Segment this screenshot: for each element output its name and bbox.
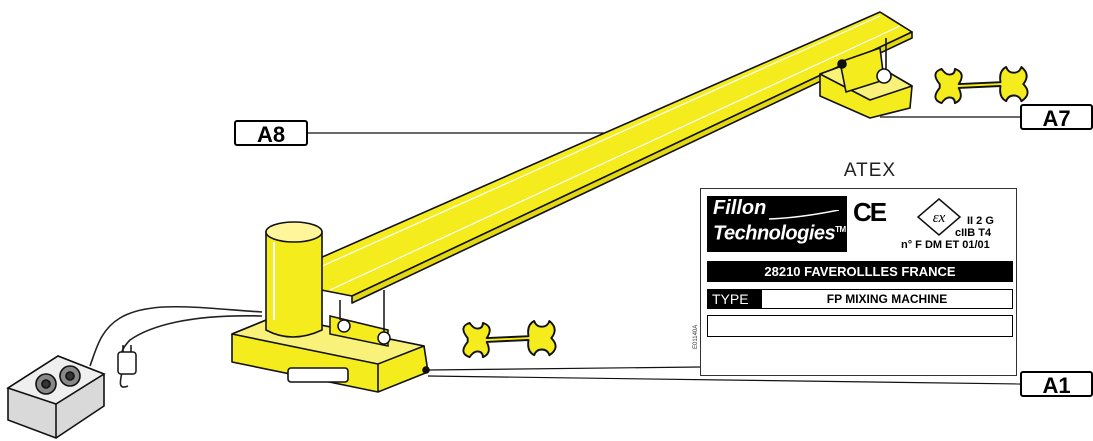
plug <box>117 345 137 375</box>
trademark: TM <box>835 225 846 234</box>
certificate-number: n° F DM ET 01/01 <box>901 239 990 251</box>
type-label: TYPE <box>708 290 762 308</box>
control-box <box>6 355 106 439</box>
serial-field <box>707 315 1013 337</box>
arm-linkage <box>329 290 391 347</box>
ce-mark-icon: CE <box>853 197 887 227</box>
wrench-icon <box>462 320 557 359</box>
column <box>265 221 323 338</box>
callout-a8: A8 <box>234 120 308 147</box>
atex-title: ATEX <box>843 160 897 181</box>
svg-text:εx: εx <box>933 210 946 226</box>
drawing-reference: E01140A <box>693 324 699 349</box>
wrench-icon <box>934 66 1029 105</box>
type-row: TYPE FP MIXING MACHINE <box>707 289 1013 309</box>
mixing-arm <box>269 11 913 304</box>
brand-line-2: TechnologiesTM <box>713 222 846 245</box>
callout-a7: A7 <box>1020 104 1093 131</box>
atex-nameplate: Fillon TechnologiesTM CE εx II 2 G cIIB … <box>693 188 1017 376</box>
brand-logo: Fillon TechnologiesTM <box>707 196 847 252</box>
manufacturer-address: 28210 FAVEROLLLES FRANCE <box>707 261 1013 282</box>
support-a7 <box>819 38 913 119</box>
gas-class: cIIB T4 <box>955 227 992 239</box>
equipment-group: II 2 G <box>967 215 994 227</box>
logo-swoosh-icon <box>769 210 839 220</box>
type-value: FP MIXING MACHINE <box>826 292 948 306</box>
callout-a1: A1 <box>1020 371 1093 398</box>
brand-line-1: Fillon <box>713 197 767 219</box>
leader-lines <box>308 116 1021 385</box>
ex-explosion-mark-icon: εx <box>916 198 962 236</box>
